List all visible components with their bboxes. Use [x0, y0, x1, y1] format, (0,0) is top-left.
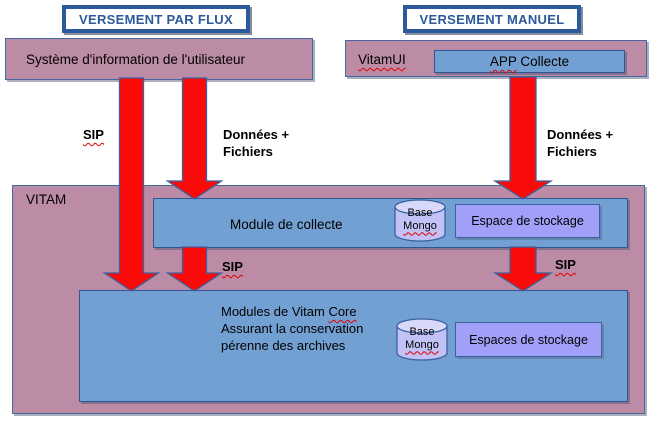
sip-label-left: SIP	[83, 127, 104, 142]
espaces-stockage-label: Espaces de stockage	[469, 332, 588, 347]
vitamui-box: VitamUI APP Collecte	[345, 40, 647, 77]
module-collecte-label: Module de collecte	[230, 216, 343, 232]
arrow-donnees-sysinfo-to-collecte	[165, 77, 224, 200]
header-versement-manuel-label: VERSEMENT MANUEL	[419, 11, 565, 27]
arrow-donnees-app-to-collecte	[492, 76, 554, 200]
espace-stockage-label: Espace de stockage	[471, 214, 584, 228]
systeme-information-label: Système d'information de l'utilisateur	[26, 51, 246, 67]
header-versement-par-flux: VERSEMENT PAR FLUX	[62, 5, 250, 33]
sip-label-right: SIP	[555, 257, 576, 272]
systeme-information-box: Système d'information de l'utilisateur	[5, 38, 313, 80]
base-mongo-db-collecte: Base Mongo	[394, 199, 446, 242]
donnees-fichiers-label-right: Données + Fichiers	[547, 127, 614, 159]
sip-label-mid: SIP	[222, 259, 243, 274]
base-mongo-label: Base Mongo	[403, 207, 437, 232]
base-mongo-label: Base Mongo	[405, 326, 439, 351]
vitamui-label: VitamUI	[358, 52, 406, 67]
app-collecte-label: APP Collecte	[489, 54, 570, 69]
donnees-fichiers-label-left: Données + Fichiers	[223, 127, 290, 159]
espace-stockage-box: Espace de stockage	[455, 204, 600, 238]
database-cylinder-icon	[396, 318, 448, 361]
header-versement-par-flux-label: VERSEMENT PAR FLUX	[79, 11, 233, 27]
app-collecte-box: APP Collecte	[434, 50, 625, 73]
espaces-stockage-box: Espaces de stockage	[455, 322, 602, 357]
base-mongo-db-core: Base Mongo	[396, 318, 448, 361]
header-versement-manuel: VERSEMENT MANUEL	[403, 5, 581, 33]
vitam-label: VITAM	[26, 192, 67, 207]
modules-vitam-core-text: Modules de Vitam Core Assurant la conser…	[221, 304, 364, 353]
database-cylinder-icon	[394, 199, 446, 242]
